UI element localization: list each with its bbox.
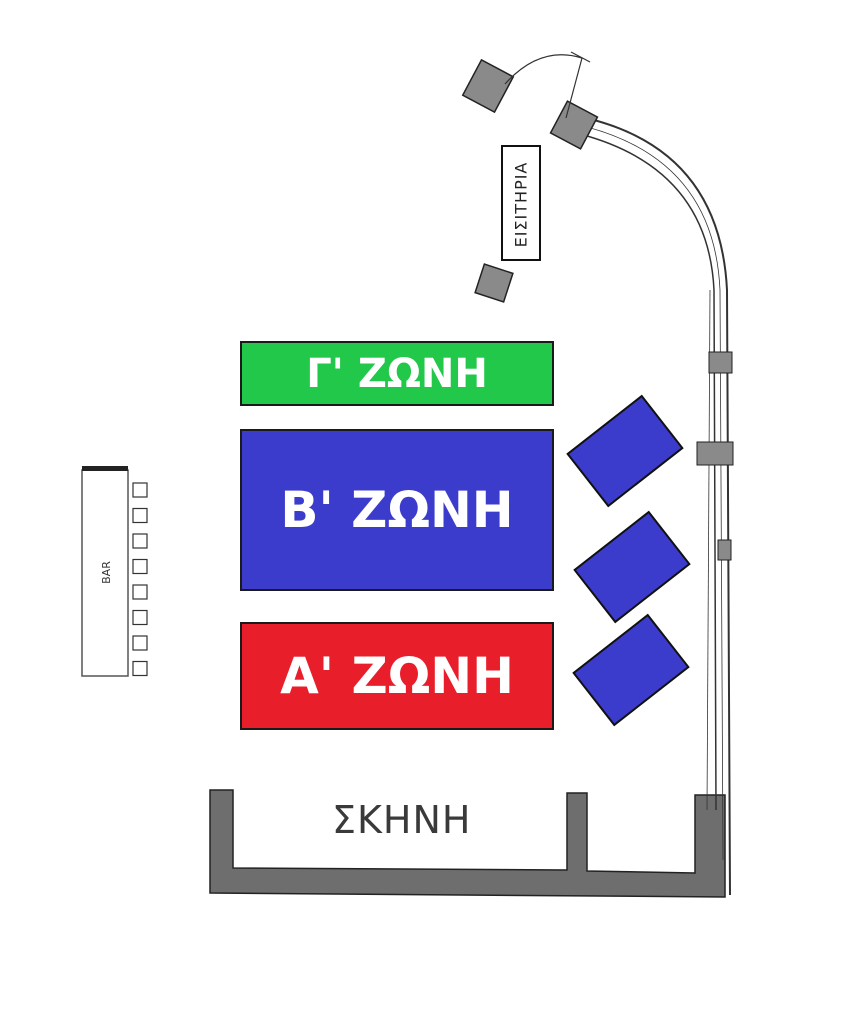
bar-stool: [132, 609, 148, 626]
side-tables: [566, 394, 691, 727]
ticket-booth: [501, 145, 541, 261]
stage-wall: [209, 789, 726, 898]
bar-edge: [82, 466, 128, 471]
bar-stool: [132, 482, 148, 498]
side-table[interactable]: [573, 510, 691, 624]
zone-a-label: Α' ΖΩΝΗ: [280, 647, 514, 705]
zone-a[interactable]: Α' ΖΩΝΗ: [240, 622, 554, 730]
corridor-pillar: [717, 539, 732, 561]
bar-label: BAR: [99, 560, 113, 584]
bar-stools: [132, 482, 148, 677]
door-leaf: [570, 51, 591, 63]
tickets-label-wrap: ΕΙΣΙΤΗΡΙΑ: [504, 148, 538, 260]
tickets-label: ΕΙΣΙΤΗΡΙΑ: [511, 161, 531, 247]
side-table[interactable]: [566, 394, 684, 508]
zone-g[interactable]: Γ' ΖΩΝΗ: [240, 341, 554, 406]
zone-b[interactable]: Β' ΖΩΝΗ: [240, 429, 554, 591]
bar-stool: [132, 507, 148, 524]
bar-stool: [132, 558, 148, 575]
bar-stool: [132, 533, 148, 549]
side-table[interactable]: [572, 613, 690, 727]
corridor-wall: [579, 117, 731, 896]
bar-stool: [132, 584, 148, 600]
zone-g-label: Γ' ΖΩΝΗ: [306, 350, 488, 397]
bar-label-wrap: BAR: [84, 468, 128, 676]
corridor-pillar: [708, 351, 733, 374]
bar-stool: [132, 660, 148, 677]
corridor-pillar: [696, 441, 734, 466]
zone-b-label: Β' ΖΩΝΗ: [280, 481, 514, 539]
bar-stool: [132, 635, 148, 651]
entrance-pillar: [461, 58, 515, 114]
stage-label: ΣΚΗΝΗ: [332, 798, 472, 842]
entrance-pillar: [549, 100, 599, 150]
entrance-pillar: [474, 263, 514, 303]
